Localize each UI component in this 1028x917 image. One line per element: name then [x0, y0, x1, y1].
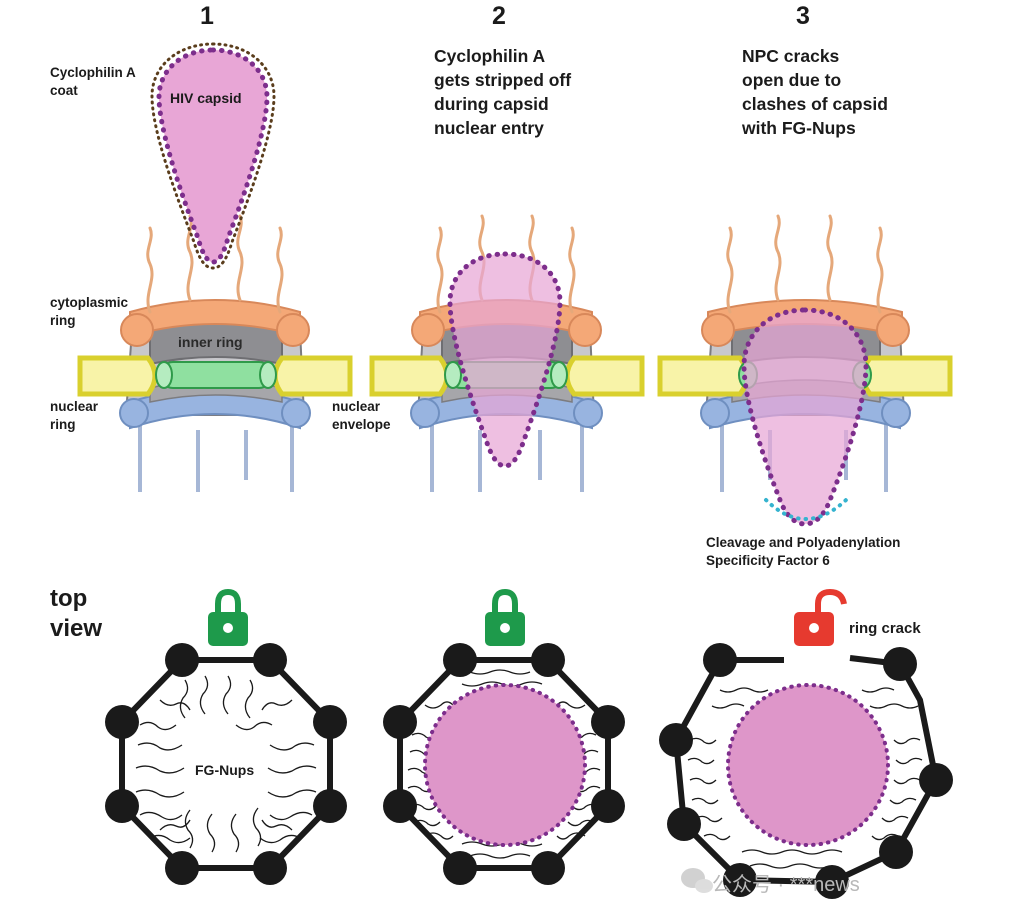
- lock-closed-icon: [208, 588, 248, 646]
- hiv-capsid-entering: [447, 251, 563, 469]
- spoke-ring: [155, 361, 277, 389]
- panel-1-npc: [77, 42, 353, 492]
- wechat-icon: [681, 868, 713, 893]
- panel-1-number: 1: [200, 2, 214, 30]
- inner-ring-label: inner ring: [178, 334, 243, 350]
- panel-3-npc: [657, 214, 953, 527]
- lock-open-icon: [794, 588, 847, 646]
- cytoplasmic-ring-label: cytoplasmic ring: [50, 295, 129, 328]
- cpsf6-dots: [764, 498, 848, 521]
- watermark-text: 公众号 · ***news: [712, 874, 860, 896]
- cytoplasmic-ring: [120, 299, 310, 347]
- panel-3-number: 3: [796, 2, 810, 30]
- nuclear-ring-label: nuclear ring: [50, 399, 99, 432]
- hiv-capsid: [156, 47, 270, 265]
- fg-nups-label: FG-Nups: [195, 762, 255, 778]
- ring-crack-label: ring crack: [849, 620, 921, 637]
- cyclophilin-a-coat-label: Cyclophilin A coat: [50, 65, 136, 98]
- lock-closed-icon: [485, 588, 525, 646]
- nuclear-envelope-label: nuclear envelope: [332, 399, 391, 432]
- cpsf6-label: Cleavage and Polyadenylation Specificity…: [706, 535, 901, 568]
- top-view-octagon-3: [659, 643, 953, 899]
- hiv-capsid-label: HIV capsid: [170, 90, 242, 106]
- hiv-capsid-cracking: [741, 307, 869, 527]
- top-view-title: top view: [50, 585, 103, 642]
- panel-3-caption: NPC cracks open due to clashes of capsid…: [742, 46, 888, 138]
- panel-2-number: 2: [492, 2, 506, 30]
- top-view-octagon-1: [105, 643, 347, 885]
- top-view-capsid-3: [726, 683, 890, 847]
- top-view-octagon-2: [383, 643, 625, 885]
- panel-2-npc: [369, 214, 645, 492]
- top-view-capsid-2: [423, 683, 587, 847]
- cyclophilin-a-coat: [150, 42, 276, 270]
- panel-2-caption: Cyclophilin A gets stripped off during c…: [434, 46, 572, 138]
- nuclear-basket: [138, 420, 294, 492]
